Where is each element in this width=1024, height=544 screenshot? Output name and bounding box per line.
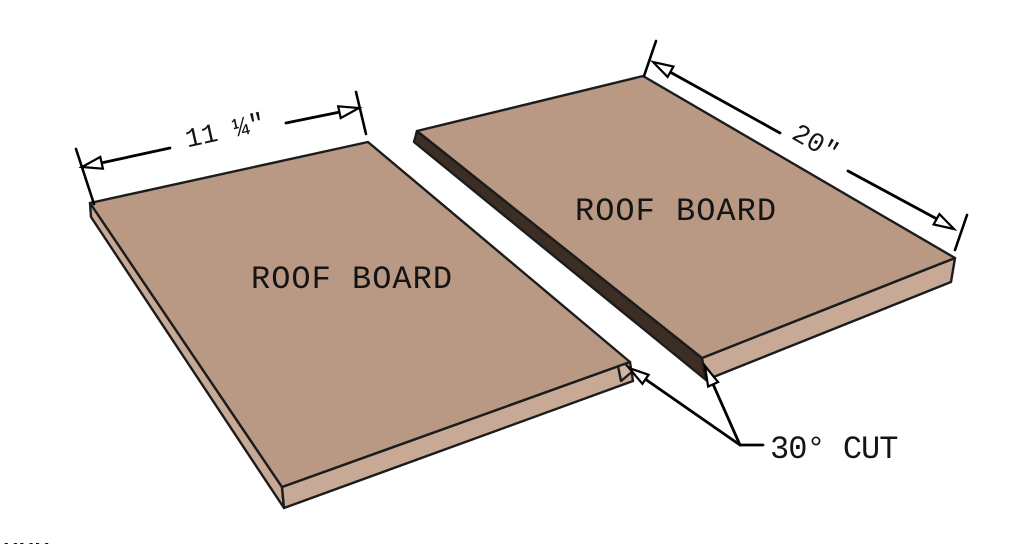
dimension-line-segment xyxy=(99,146,172,165)
dimension-line-segment xyxy=(668,70,782,135)
dimension-line-segment xyxy=(284,110,342,125)
left-board: ROOF BOARD xyxy=(88,140,635,510)
dimension-text-right-board: 20" xyxy=(786,120,843,170)
arrowhead-icon xyxy=(703,362,720,389)
arrowhead-icon xyxy=(625,365,651,386)
right-board-label: ROOF BOARD xyxy=(575,193,777,230)
dimension-extension-tick xyxy=(953,213,969,252)
dimension-extension-tick xyxy=(354,90,368,136)
leader-line-to-left-board xyxy=(644,377,765,447)
arrowhead-icon xyxy=(78,155,105,170)
right-board: ROOF BOARD xyxy=(412,74,957,382)
cut-annotation: 30° CUT xyxy=(625,362,898,468)
leader-line-to-right-board xyxy=(711,382,742,447)
right-board-top-face xyxy=(415,74,957,360)
dimension-extension-tick xyxy=(642,39,658,78)
cut-note-text: 30° CUT xyxy=(770,431,897,468)
left-board-top-face xyxy=(88,140,632,489)
arrowhead-icon xyxy=(931,212,958,231)
arrowhead-icon xyxy=(649,60,676,79)
dimension-extension-tick xyxy=(74,147,96,206)
clipped-text-artifact: MMM xyxy=(3,538,50,544)
dimension-line-segment xyxy=(846,169,939,221)
left-board-label: ROOF BOARD xyxy=(251,261,453,298)
arrowhead-icon xyxy=(336,105,363,120)
dimension-text-left-board: 11 ¼" xyxy=(183,110,269,157)
